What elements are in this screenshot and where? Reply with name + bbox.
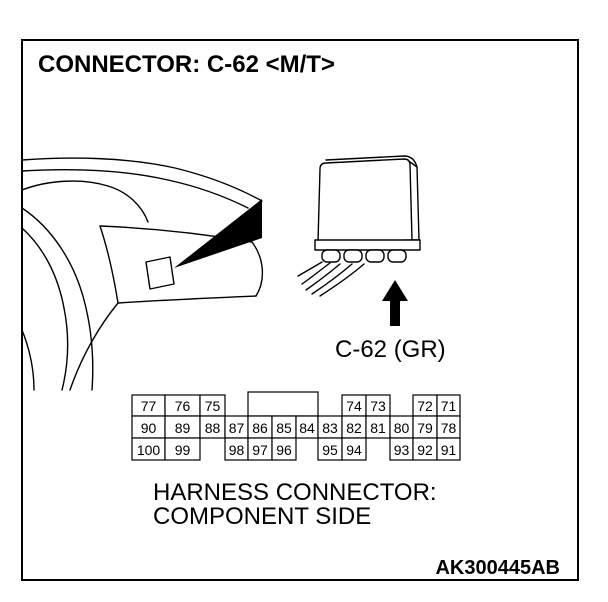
pin-number: 81 [370,420,386,436]
lower-panel-bottom-edge [117,295,257,304]
connector-key [247,391,319,417]
pin-cell [341,437,367,461]
pin-number: 80 [394,420,410,436]
pin-number: 91 [441,442,457,458]
control-unit-top-edge [325,155,418,168]
pin-number: 74 [346,398,362,414]
control-unit-illustration [297,155,421,297]
arrow-shaft [390,300,400,326]
pin-number: 83 [322,420,338,436]
harness-wire [319,263,365,297]
steering-wheel-rim-inner [21,227,69,391]
connector-latch [387,249,407,263]
pin-number: 90 [141,420,157,436]
pin-number: 94 [346,442,362,458]
pin-number: 88 [205,420,221,436]
dash-top-edge [21,157,263,202]
figure-id: AK300445AB [435,557,560,579]
connector-housing [314,239,421,251]
pin-cell [436,437,461,461]
steering-column [21,329,35,391]
harness-wire [305,263,341,291]
lower-panel-right-side [251,241,263,297]
pin-number: 93 [394,442,410,458]
pin-number: 98 [229,442,245,458]
connector-latch [321,249,341,263]
arrow-head [382,280,408,301]
direction-arrow [382,280,408,326]
harness-wire [311,263,353,295]
steering-wheel-rim-outer [21,207,94,391]
location-pointer-wedge [174,199,262,268]
pin-number: 97 [252,442,268,458]
dashboard-illustration [21,157,263,391]
pin-number: 73 [370,398,386,414]
figure-frame [21,39,579,581]
caption-line-2: COMPONENT SIDE [153,503,371,530]
pin-number: 71 [441,398,457,414]
pin-number: 95 [322,442,338,458]
pin-cell [164,437,201,461]
pin-number: 87 [229,420,245,436]
pin-number: 77 [141,398,157,414]
lower-panel-left-edge [99,225,119,304]
caption-line-1: HARNESS CONNECTOR: [153,479,437,506]
pin-number: 79 [417,420,433,436]
pin-number: 89 [175,420,191,436]
instrument-hood [21,180,149,223]
pin-cell [271,437,297,461]
control-unit-body [317,158,413,243]
pin-number: 78 [441,420,457,436]
pin-number: 92 [417,442,433,458]
pin-number: 96 [276,442,292,458]
pin-number: 72 [417,398,433,414]
harness-wire [301,262,331,285]
lower-trim [69,302,119,391]
pin-number: 85 [276,420,292,436]
pin-number: 84 [299,420,315,436]
pin-number: 82 [346,420,362,436]
pin-number: 99 [175,442,191,458]
connector-label: C-62 (GR) [335,336,446,363]
connector-latch [365,249,385,263]
pin-number: 86 [252,420,268,436]
component-location-marker [145,256,175,290]
pin-number: 100 [137,442,161,458]
pin-number: 76 [175,398,191,414]
connector-pin-layout: 77 76 75 74 73 72 71 90 89 88 87 86 85 84 83 82 81 80 79 78… [131,391,461,461]
diagram-title: CONNECTOR: C-62 <M/T> [38,51,335,78]
pin-number: 75 [205,398,221,414]
dash-top-inner-edge [21,169,249,209]
harness-wire [297,261,323,277]
connector-latch [343,249,363,263]
